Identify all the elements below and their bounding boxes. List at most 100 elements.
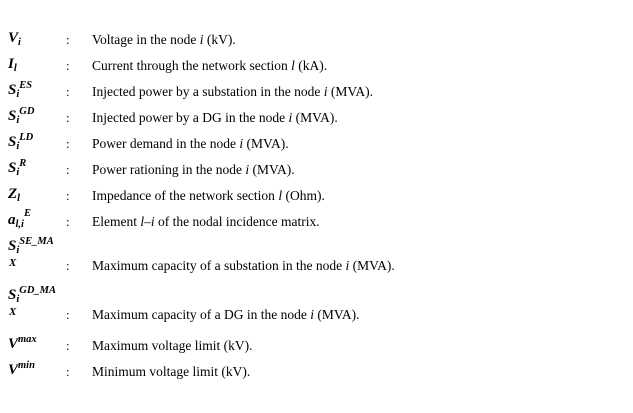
description-max-voltage-limit: Maximum voltage limit (kV). bbox=[92, 336, 633, 355]
description-text: Element bbox=[92, 214, 141, 229]
separator-colon: : bbox=[66, 136, 70, 151]
separator-colon: : bbox=[66, 110, 70, 125]
nomenclature-row: SiGD: Injected power by a DG in the node … bbox=[0, 106, 633, 134]
separator-colon: : bbox=[66, 32, 70, 47]
symbol-base: S bbox=[8, 287, 17, 303]
nomenclature-row: Vmin: Minimum voltage limit (kV). bbox=[0, 360, 633, 388]
description-text: Maximum capacity of a substation in the … bbox=[92, 258, 346, 273]
symbol-incidence-matrix-element: al,iE bbox=[8, 208, 66, 230]
symbol-base: Z bbox=[8, 186, 18, 202]
symbol-superscript-wrapped: X bbox=[9, 306, 17, 318]
description-variable: i bbox=[199, 32, 204, 47]
description-text: Minimum voltage limit (kV). bbox=[92, 364, 251, 379]
description-text: of the nodal incidence matrix. bbox=[154, 214, 320, 229]
description-variable: l bbox=[278, 188, 283, 203]
description-current-section: Current through the network section l (k… bbox=[92, 56, 633, 75]
description-injected-power-substation: Injected power by a substation in the no… bbox=[92, 82, 633, 101]
symbol-superscript-wrapped: X bbox=[9, 257, 17, 269]
symbol-superscript: GD_MA bbox=[19, 285, 57, 296]
description-text: (MVA). bbox=[349, 258, 395, 273]
description-text: Power rationing in the node bbox=[92, 162, 246, 177]
description-variable: i bbox=[323, 84, 328, 99]
description-incidence-matrix-element: Element l–i of the nodal incidence matri… bbox=[92, 212, 633, 231]
symbol-superscript: min bbox=[18, 360, 35, 371]
symbol-subscript: l,i bbox=[15, 219, 24, 230]
separator-colon: : bbox=[66, 338, 70, 353]
symbol-superscript: E bbox=[23, 208, 31, 219]
symbol-current-section: Il bbox=[8, 56, 66, 74]
symbol-subscript: i bbox=[16, 89, 20, 100]
description-text: Maximum capacity of a DG in the node bbox=[92, 307, 311, 322]
symbol-impedance-section: Zl bbox=[8, 186, 66, 204]
nomenclature-row: al,iE:Element l–i of the nodal incidence… bbox=[0, 208, 633, 238]
symbol-superscript: GD bbox=[19, 106, 35, 117]
symbol-cell: Vmin bbox=[8, 360, 66, 379]
symbol-base: S bbox=[8, 134, 17, 150]
description-variable: l–i bbox=[140, 214, 155, 229]
nomenclature-row: SiLD:Power demand in the node i (MVA). bbox=[0, 132, 633, 160]
symbol-superscript: SE_MA bbox=[19, 236, 54, 247]
description-text: (MVA). bbox=[243, 136, 289, 151]
nomenclature-row: SiES:Injected power by a substation in t… bbox=[0, 80, 633, 108]
symbol-base: S bbox=[8, 238, 17, 254]
symbol-subscript: l bbox=[13, 63, 17, 74]
symbol-base: V bbox=[8, 30, 19, 46]
symbol-cell: al,iE bbox=[8, 208, 66, 230]
symbol-injected-power-dg: SiGD bbox=[8, 106, 66, 126]
description-variable: i bbox=[239, 136, 244, 151]
symbol-cell: SiGD bbox=[8, 106, 66, 126]
symbol-base: S bbox=[8, 160, 17, 176]
description-text: (kV). bbox=[203, 32, 236, 47]
symbol-base: I bbox=[8, 56, 14, 72]
symbol-superscript: LD bbox=[19, 132, 34, 143]
description-text: (MVA). bbox=[249, 162, 295, 177]
symbol-min-voltage-limit: Vmin bbox=[8, 360, 66, 379]
separator-colon: : bbox=[66, 188, 70, 203]
symbol-cell: SiLD bbox=[8, 132, 66, 152]
description-max-capacity-substation: Maximum capacity of a substation in the … bbox=[92, 238, 633, 275]
description-text: Maximum voltage limit (kV). bbox=[92, 338, 253, 353]
description-max-capacity-dg: Maximum capacity of a DG in the node i (… bbox=[92, 287, 633, 324]
nomenclature-row: SiR:Power rationing in the node i (MVA). bbox=[0, 158, 633, 186]
symbol-subscript: i bbox=[16, 141, 20, 152]
symbol-base: V bbox=[8, 362, 19, 378]
symbol-power-demand: SiLD bbox=[8, 132, 66, 152]
symbol-base: S bbox=[8, 82, 17, 98]
description-variable: i bbox=[245, 162, 250, 177]
description-text: Current through the network section bbox=[92, 58, 292, 73]
description-text: Injected power by a DG in the node bbox=[92, 110, 289, 125]
description-text: (kA). bbox=[294, 58, 328, 73]
description-text: Impedance of the network section bbox=[92, 188, 279, 203]
separator-colon: : bbox=[66, 162, 70, 177]
symbol-max-capacity-substation: SiSE_MA bbox=[8, 236, 66, 256]
symbol-superscript: max bbox=[18, 334, 37, 345]
symbol-subscript: i bbox=[16, 167, 20, 178]
symbol-superscript: ES bbox=[19, 80, 33, 91]
description-text: Voltage in the node bbox=[92, 32, 200, 47]
description-power-demand: Power demand in the node i (MVA). bbox=[92, 134, 633, 153]
symbol-base: a bbox=[8, 212, 16, 228]
symbol-max-capacity-dg: SiGD_MA bbox=[8, 285, 66, 305]
symbol-cell: Il bbox=[8, 56, 66, 74]
symbol-cell: Zl bbox=[8, 186, 66, 204]
nomenclature-row: Vi:Voltage in the node i (kV). bbox=[0, 30, 633, 56]
description-min-voltage-limit: Minimum voltage limit (kV). bbox=[92, 362, 633, 381]
nomenclature-row: Il:Current through the network section l… bbox=[0, 56, 633, 82]
description-text: (MVA). bbox=[313, 307, 360, 322]
separator-colon: : bbox=[66, 258, 70, 273]
separator-colon: : bbox=[66, 364, 70, 379]
description-text: Power demand in the node bbox=[92, 136, 240, 151]
separator-colon: : bbox=[66, 84, 70, 99]
description-injected-power-dg: Injected power by a DG in the node i (MV… bbox=[92, 108, 633, 127]
symbol-max-voltage-limit: Vmax bbox=[8, 334, 66, 353]
symbol-cell: Vmax bbox=[8, 334, 66, 353]
symbol-subscript: i bbox=[16, 294, 20, 305]
description-text: (Ohm). bbox=[282, 188, 325, 203]
symbol-subscript: l bbox=[17, 193, 21, 204]
symbol-base: V bbox=[8, 336, 19, 352]
description-variable: i bbox=[310, 307, 314, 322]
